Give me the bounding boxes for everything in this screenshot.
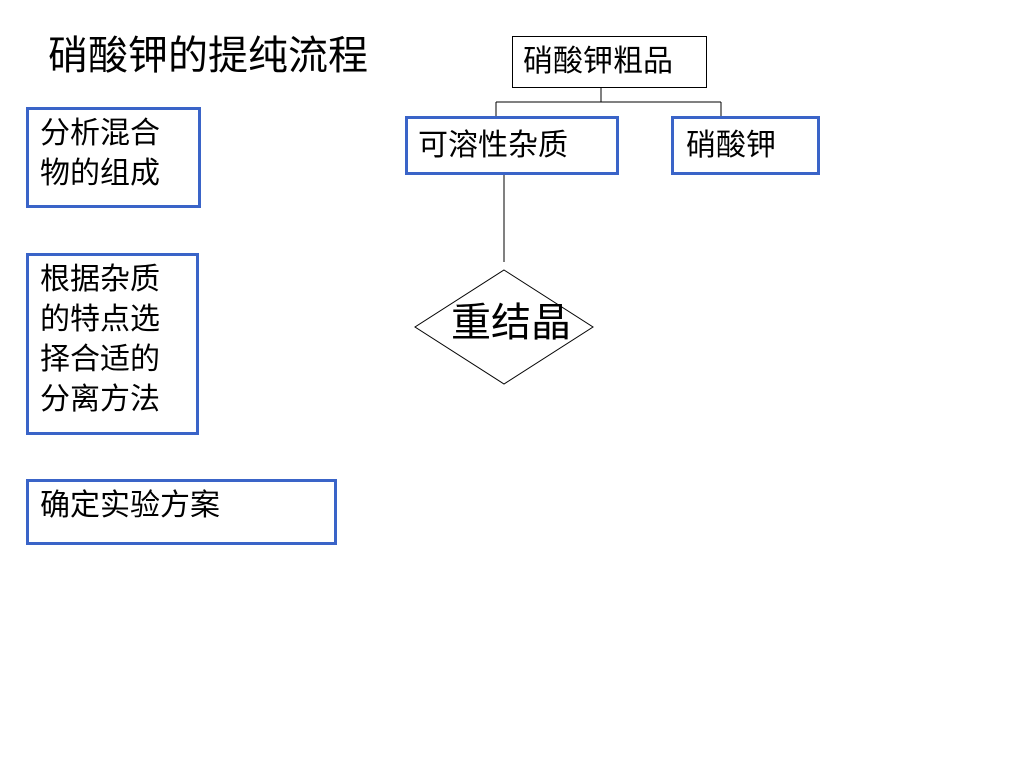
page-title: 硝酸钾的提纯流程	[48, 33, 368, 79]
step-analyze-box: 分析混合 物的组成	[26, 107, 201, 208]
step-method-line-1: 根据杂质	[40, 262, 160, 297]
step-analyze-line-1: 分析混合	[40, 116, 160, 151]
soluble-impurity-node: 可溶性杂质	[405, 116, 619, 175]
step-method-box: 根据杂质 的特点选 择合适的 分离方法	[26, 253, 199, 435]
step-method-line-3: 择合适的	[40, 342, 160, 377]
crude-product-node: 硝酸钾粗品	[512, 36, 707, 88]
step-method-line-2: 的特点选	[40, 302, 160, 337]
step-analyze-line-2: 物的组成	[40, 156, 160, 191]
step-plan-line-1: 确定实验方案	[40, 488, 220, 523]
step-plan-box: 确定实验方案	[26, 479, 337, 545]
potassium-nitrate-node: 硝酸钾	[671, 116, 820, 175]
step-method-line-4: 分离方法	[40, 382, 160, 417]
recrystallization-label: 重结晶	[451, 300, 571, 346]
